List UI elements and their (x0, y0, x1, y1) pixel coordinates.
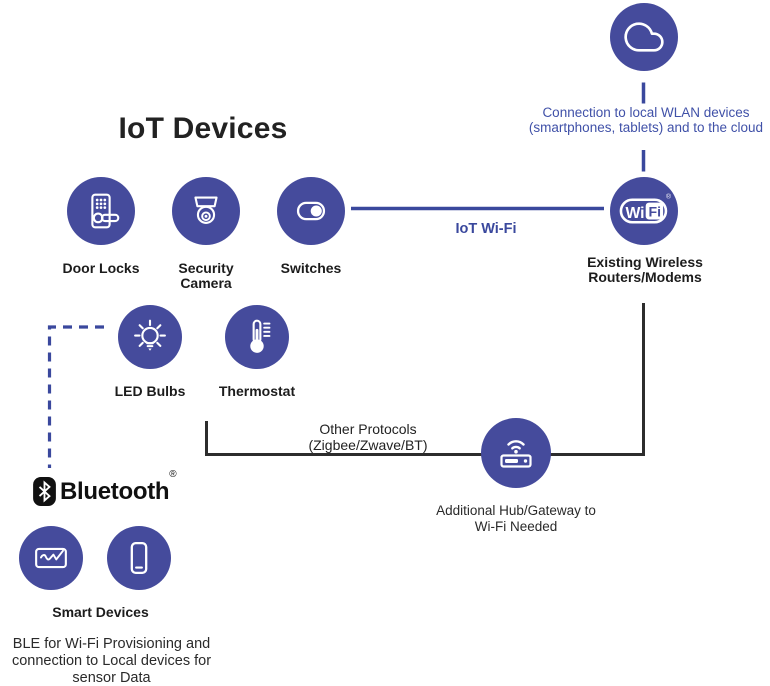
thermostat-node (225, 305, 289, 369)
bulb-rays (134, 319, 166, 347)
led-bulbs-label: LED Bulbs (114, 383, 186, 399)
connector-other-protocols (205, 303, 645, 456)
caption-line: connection to Local devices for (11, 653, 212, 669)
router-label: Existing Wireless Routers/Modems (575, 255, 715, 285)
wifi-logo-registered-mark: ® (666, 193, 671, 201)
connector-bluetooth-dashed (47, 325, 104, 468)
caption-line: (Zigbee/Zwave/BT) (308, 437, 428, 453)
caption-line: Other Protocols (319, 421, 417, 437)
smart-phone-node (107, 526, 171, 590)
security-camera-node (172, 177, 240, 245)
caption-line: Connection to local WLAN devices (542, 105, 750, 120)
other-protocols-caption: Other Protocols (Zigbee/Zwave/BT) (283, 421, 453, 453)
caption-line: (smartphones, tablets) and to the cloud (528, 120, 764, 135)
tablet-signature-icon (35, 547, 67, 569)
keypad-dots (95, 198, 107, 209)
bluetooth-wordmark: Bluetooth® (60, 469, 177, 506)
caption-line: BLE for Wi-Fi Provisioning and (12, 636, 211, 652)
wifi-logo-fi-text: Fi (649, 204, 661, 220)
cloud-icon (624, 22, 664, 52)
wifi-logo-icon: Wi Fi ® (619, 193, 671, 224)
bluetooth-registered-mark: ® (169, 468, 177, 480)
thermometer-ticks (263, 322, 271, 337)
smart-devices-label: Smart Devices (52, 604, 149, 620)
iot-wifi-edge-label: IoT Wi-Fi (455, 221, 517, 237)
led-bulbs-node (118, 305, 182, 369)
door-locks-node (67, 177, 135, 245)
label-line: Existing Wireless (587, 254, 703, 270)
security-camera-label: Security Camera (166, 261, 246, 291)
page-title: IoT Devices (118, 112, 288, 145)
bluetooth-label: Bluetooth (60, 477, 170, 505)
switches-node (277, 177, 345, 245)
hub-gateway-node (481, 418, 551, 488)
hub-gateway-caption: Additional Hub/Gateway to Wi-Fi Needed (421, 503, 611, 535)
thermostat-label: Thermostat (218, 383, 296, 399)
label-line: Camera (180, 275, 232, 291)
label-line: Routers/Modems (588, 269, 702, 285)
caption-line: Wi-Fi Needed (474, 519, 558, 534)
switches-label: Switches (280, 260, 342, 276)
caption-line: Additional Hub/Gateway to (436, 503, 596, 518)
toggle-switch-icon (296, 201, 326, 221)
bluetooth-logo: Bluetooth® (33, 469, 177, 506)
light-bulb-icon (134, 319, 166, 351)
smart-tablet-node (19, 526, 83, 590)
door-lock-icon (91, 193, 120, 229)
wifi-router-node: Wi Fi ® (610, 177, 678, 245)
hub-router-icon (500, 440, 532, 468)
door-locks-label: Door Locks (62, 260, 140, 276)
bluetooth-icon (33, 477, 56, 506)
smartphone-icon (130, 541, 148, 575)
cloud-node (610, 3, 678, 71)
cloud-caption: Connection to local WLAN devices (smartp… (524, 105, 768, 135)
wifi-logo-wi-text: Wi (625, 205, 644, 222)
caption-line: sensor Data (72, 670, 151, 686)
label-line: Security (178, 260, 234, 276)
thermometer-icon (250, 319, 271, 353)
security-camera-icon (194, 196, 218, 224)
ble-note: BLE for Wi-Fi Provisioning and connectio… (0, 636, 223, 686)
